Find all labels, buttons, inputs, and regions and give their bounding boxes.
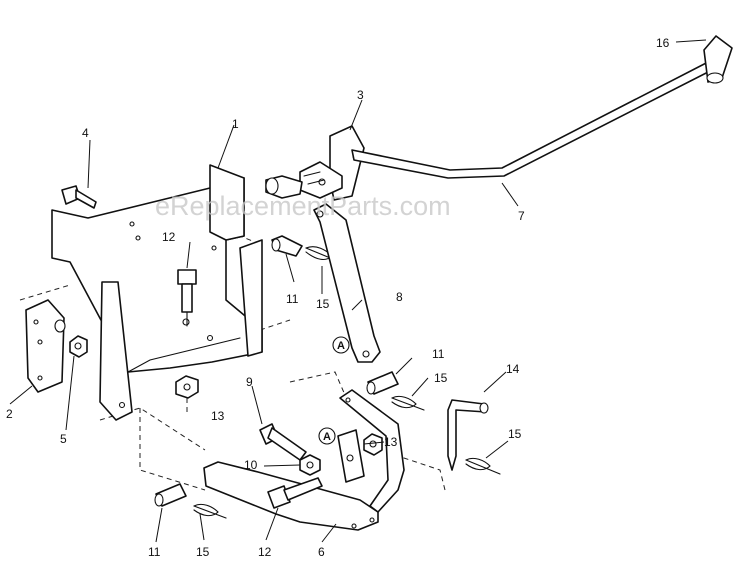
part-12-bolt-lower (267, 477, 323, 509)
callout-11-middle: 11 (432, 347, 445, 361)
reference-mark-a-lower: A (318, 427, 336, 445)
callout-4: 4 (82, 126, 89, 140)
part-13-nut-left (175, 375, 199, 412)
callout-16: 16 (656, 36, 670, 50)
callout-3: 3 (357, 88, 364, 102)
part-11-pin-upper (271, 235, 303, 257)
callout-11-upper: 11 (286, 292, 299, 306)
callout-13-left: 13 (211, 409, 225, 423)
part-1-mounting-bracket (51, 164, 263, 421)
watermark: eReplacementParts.com (155, 191, 451, 221)
callout-15-upper: 15 (316, 297, 330, 311)
callout-9: 9 (246, 375, 253, 389)
part-14-l-pin (447, 399, 489, 471)
callout-15-right: 15 (508, 427, 522, 441)
reference-mark-a-upper: A (332, 336, 350, 354)
callout-1: 1 (232, 117, 239, 131)
part-7-lift-lever (351, 59, 717, 179)
callout-10: 10 (244, 458, 258, 472)
callout-7: 7 (518, 209, 525, 223)
callout-2: 2 (6, 407, 13, 421)
part-15-clip-lower (193, 503, 227, 519)
callout-13-right: 13 (384, 435, 398, 449)
part-10-nut (299, 454, 321, 476)
reference-mark-a-upper-label: A (337, 340, 345, 352)
callout-15-middle: 15 (434, 371, 448, 385)
callouts: 4 1 3 16 7 12 11 15 8 11 15 14 15 9 13 1… (6, 36, 670, 559)
callout-11-lower: 11 (148, 545, 161, 559)
part-15-clip-right (465, 457, 501, 475)
leader-lines (9, 39, 707, 543)
part-11-pin-middle (366, 371, 399, 395)
part-13-nut-right (363, 433, 383, 456)
callout-14: 14 (506, 362, 520, 376)
callout-15-lower: 15 (196, 545, 210, 559)
part-16-handle-grip (703, 35, 733, 84)
part-9-bolt (259, 423, 307, 461)
part-5-nut (69, 335, 88, 358)
callout-12-lower: 12 (258, 545, 272, 559)
part-12-bolt-upper (177, 269, 197, 327)
part-3-lever-pivot (265, 125, 365, 201)
callout-12-upper: 12 (162, 230, 176, 244)
part-15-clip-middle (391, 395, 425, 411)
part-11-pin-lower (154, 483, 187, 507)
callout-8: 8 (396, 290, 403, 304)
callout-5: 5 (60, 432, 67, 446)
reference-mark-a-lower-label: A (323, 431, 331, 443)
part-2-side-plate (25, 299, 66, 393)
part-8-link-arm (313, 203, 381, 363)
part-4-bolt (61, 185, 97, 209)
callout-6: 6 (318, 545, 325, 559)
